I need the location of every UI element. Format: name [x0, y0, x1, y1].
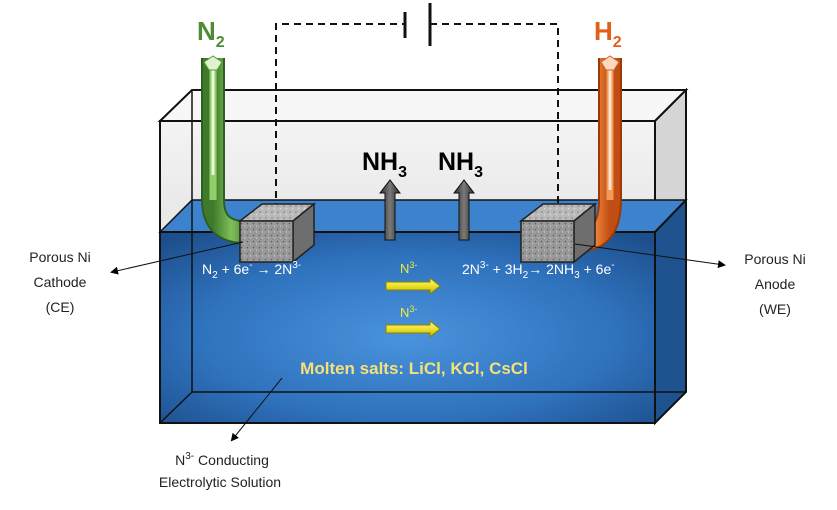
molten-salts-label: Molten salts: LiCl, KCl, CsCl [300, 359, 528, 378]
external-circuit [275, 23, 559, 222]
nh3-arrow-right [452, 179, 476, 241]
nh3-label-left: NH3 [362, 148, 407, 181]
anode-callout-line-2: Anode [755, 276, 796, 292]
battery-icon [403, 3, 432, 46]
anode-leader-line [574, 243, 726, 269]
nh3-arrow-left [378, 179, 402, 241]
porous-ni-cathode-block [237, 202, 317, 264]
porous-ni-anode-block [518, 202, 598, 264]
anode-callout-line-1: Porous Ni [744, 251, 805, 267]
solution-callout-line-1: N3- Conducting [175, 451, 269, 468]
nh3-label-right: NH3 [438, 148, 483, 181]
solution-leader-line [230, 377, 283, 442]
cathode-callout: Porous Ni Cathode (CE) [29, 249, 90, 315]
anode-callout-line-3: (WE) [759, 301, 791, 317]
ion-flow-arrow-1 [385, 276, 441, 296]
ion-label-2: N3- [400, 304, 417, 320]
cathode-callout-line-2: Cathode [34, 274, 87, 290]
solution-callout: N3- Conducting Electrolytic Solution [159, 451, 281, 490]
ion-label-1: N3- [400, 260, 417, 276]
cathode-callout-line-3: (CE) [46, 299, 75, 315]
h2-label: H2 [594, 16, 622, 51]
anode-callout: Porous Ni Anode (WE) [744, 251, 805, 317]
cathode-reaction: N2 + 6e- → 2N3- [202, 260, 301, 281]
ion-flow-arrow-2 [385, 319, 441, 339]
cathode-leader-line [110, 241, 244, 275]
anode-reaction: 2N3- + 3H2→ 2NH3 + 6e- [462, 260, 615, 281]
solution-callout-line-2: Electrolytic Solution [159, 474, 281, 490]
n2-label: N2 [197, 16, 225, 51]
cathode-callout-line-1: Porous Ni [29, 249, 90, 265]
